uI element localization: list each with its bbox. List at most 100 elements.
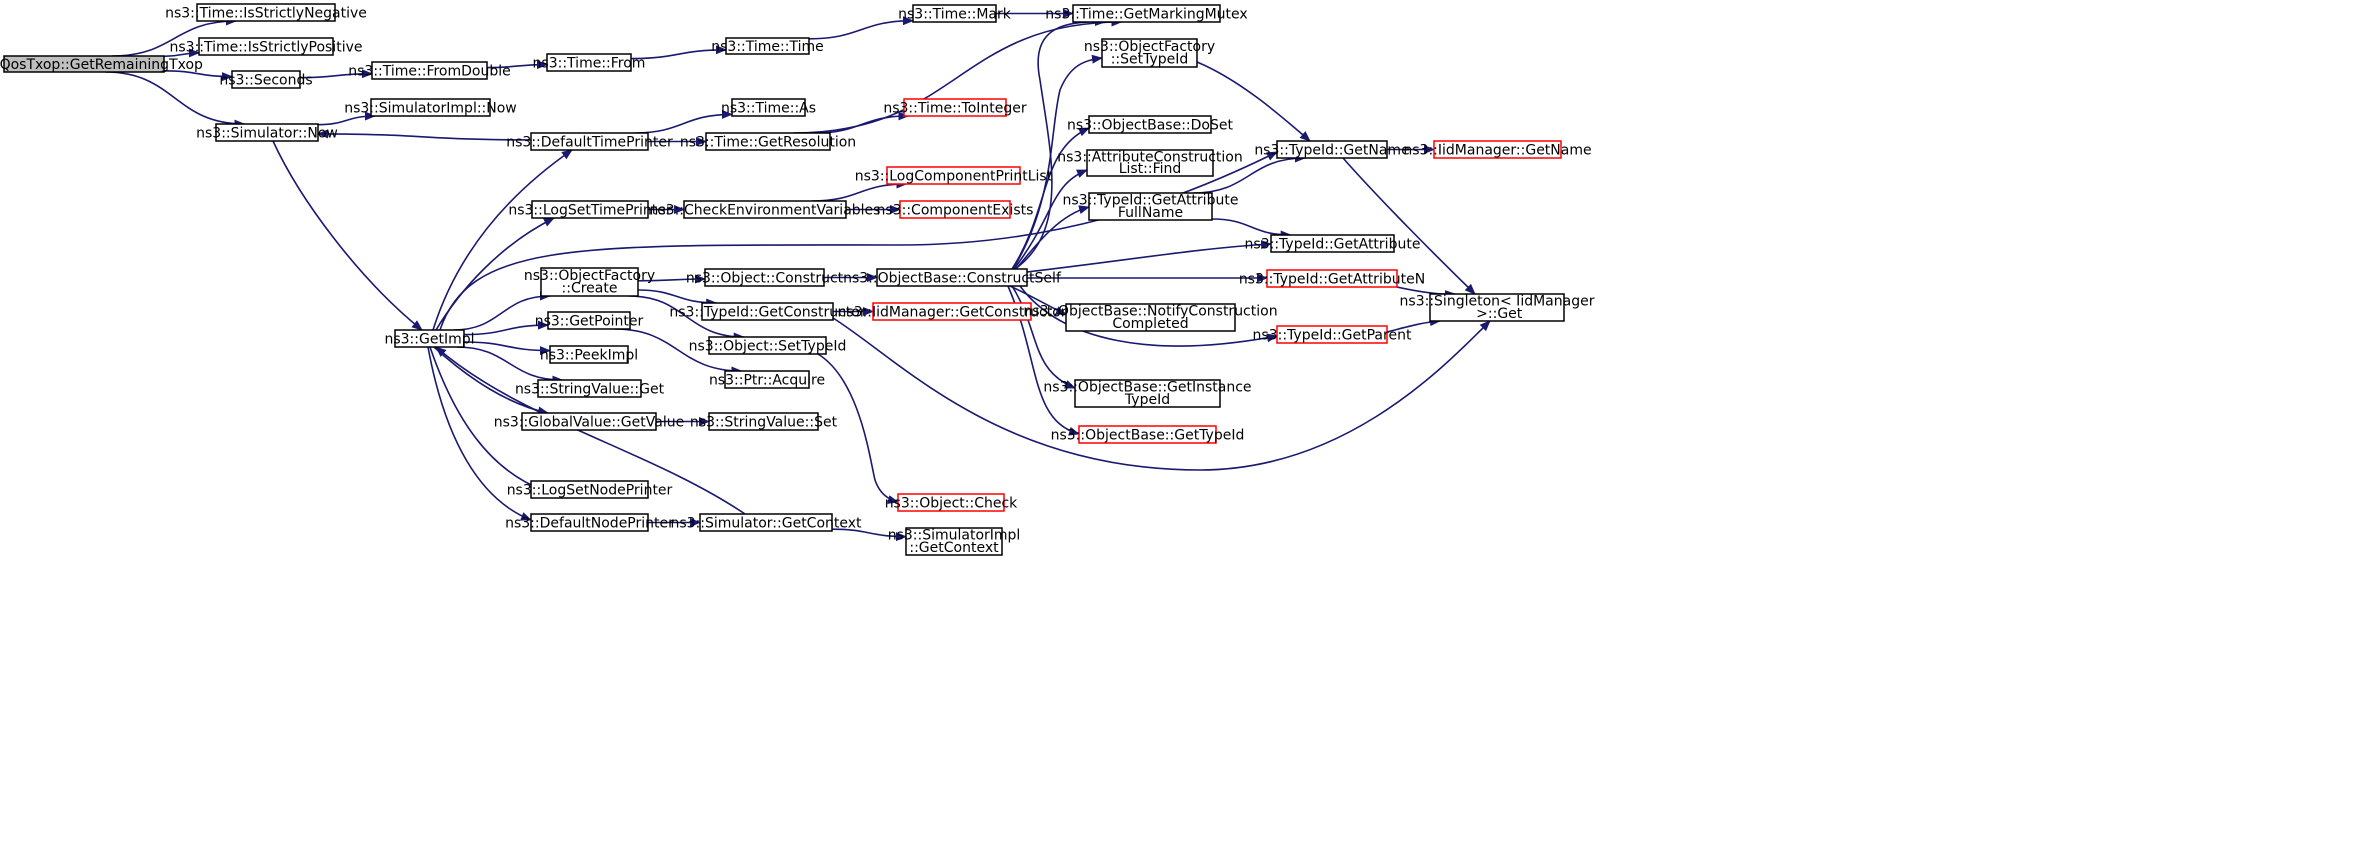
edge-path	[317, 111, 376, 126]
node-defaulttimeprinter[interactable]: ns3::DefaultTimePrinter	[506, 132, 673, 151]
node-simnow[interactable]: ns3::Simulator::Now	[196, 123, 338, 142]
node-logsettimeprinter[interactable]: ns3::LogSetTimePrinter	[508, 200, 672, 219]
node-getname[interactable]: ns3::TypeId::GetName	[1254, 140, 1410, 159]
edge-constructself-to-notifyconstruction	[1009, 285, 1067, 315]
node-getmarkingmutex[interactable]: ns3::Time::GetMarkingMutex	[1045, 4, 1248, 23]
node-label: ns3::LogComponentPrintList	[855, 169, 1053, 185]
node-root[interactable]: ns3::QosTxop::GetRemainingTxop	[0, 55, 203, 73]
node-label: ns3::DefaultTimePrinter	[506, 135, 673, 151]
node-simimpl_getcontext[interactable]: ns3::SimulatorImpl::GetContext	[888, 527, 1021, 556]
node-logcomplist[interactable]: ns3::LogComponentPrintList	[855, 166, 1053, 185]
node-box	[394, 329, 465, 348]
node-stringvalue_set[interactable]: ns3::StringValue::Set	[690, 412, 838, 431]
edge-constructself-to-getattribute	[1026, 240, 1272, 273]
node-label: ns3::AttributeConstruction	[1057, 149, 1242, 165]
node-getimpl[interactable]: ns3::GetImpl	[384, 329, 475, 348]
node-label: ns3::Time::ToInteger	[883, 101, 1027, 117]
node-doset[interactable]: ns3::ObjectBase::DoSet	[1067, 115, 1233, 134]
node-label: ns3::Time::GetMarkingMutex	[1045, 7, 1247, 23]
edge-defaulttimeprinter-to-timeas	[634, 109, 733, 134]
edge-getimpl-to-getpointer	[463, 320, 549, 336]
node-box	[547, 311, 631, 330]
node-fromdouble[interactable]: ns3::Time::FromDouble	[348, 61, 511, 80]
node-notifyconstruction[interactable]: ns3::ObjectBase::NotifyConstructionCompl…	[1023, 303, 1278, 332]
node-label: ::Create	[562, 281, 618, 297]
node-ptr_acquire[interactable]: ns3::Ptr::Acquire	[709, 370, 825, 389]
node-label: ns3::Time::IsStrictlyNegative	[165, 6, 367, 22]
node-constructself[interactable]: ns3::ObjectBase::ConstructSelf	[843, 268, 1062, 287]
node-box	[897, 493, 1005, 512]
node-ob_gettypeid[interactable]: ns3::ObjectBase::GetTypeId	[1051, 425, 1245, 444]
node-getconstructor[interactable]: ns3::TypeId::GetConstructor	[669, 302, 866, 321]
node-box	[1270, 234, 1395, 253]
edge-getname-to-singleton_get	[1342, 157, 1476, 295]
node-seconds[interactable]: ns3::Seconds	[219, 70, 313, 89]
node-checkenv[interactable]: ns3::CheckEnvironmentVariables	[650, 200, 881, 219]
node-box	[3, 55, 165, 73]
node-defaultnodeprinter[interactable]: ns3::DefaultNodePrinter	[505, 513, 674, 532]
node-tointeger[interactable]: ns3::Time::ToInteger	[883, 98, 1027, 117]
node-getresolution[interactable]: ns3::Time::GetResolution	[680, 132, 856, 151]
edge-path	[463, 341, 551, 356]
node-of_create[interactable]: ns3::ObjectFactory::Create	[524, 267, 655, 297]
node-getattribute[interactable]: ns3::TypeId::GetAttribute	[1245, 234, 1421, 253]
node-timeas[interactable]: ns3::Time::As	[721, 98, 816, 117]
node-label: ns3::IidManager::GetName	[1403, 143, 1591, 159]
node-ispos[interactable]: ns3::Time::IsStrictlyPositive	[170, 37, 363, 56]
node-box	[521, 412, 657, 431]
node-label: ns3::StringValue::Get	[515, 382, 665, 398]
node-sim_getcontext[interactable]: ns3::Simulator::GetContext	[670, 513, 862, 532]
node-isneg[interactable]: ns3::Time::IsStrictlyNegative	[165, 3, 367, 22]
node-getpointer[interactable]: ns3::GetPointer	[535, 311, 644, 330]
node-peekimpl[interactable]: ns3::PeekImpl	[540, 345, 638, 364]
edge-path	[637, 289, 718, 308]
node-label: ns3::DefaultNodePrinter	[505, 516, 674, 532]
node-getparent[interactable]: ns3::TypeId::GetParent	[1253, 325, 1412, 344]
node-mark[interactable]: ns3::Time::Mark	[898, 4, 1012, 23]
node-obj_settypeid[interactable]: ns3::Object::SetTypeId	[689, 336, 847, 355]
node-label: ns3::Time::From	[533, 56, 646, 72]
node-gv_getvalue[interactable]: ns3::GlobalValue::GetValue	[494, 412, 684, 431]
node-singleton_get[interactable]: ns3::Singleton< IidManager >::Get	[1400, 293, 1595, 322]
edge-getattrfullname-to-getattribute	[1211, 218, 1292, 240]
edge-path	[163, 70, 233, 82]
node-iid_getconstructor[interactable]: ns3::IidManager::GetConstructor	[837, 302, 1067, 321]
edge-root-to-simnow	[105, 71, 246, 129]
node-obj_check[interactable]: ns3::Object::Check	[885, 493, 1018, 512]
edge-sim_getcontext-to-simimpl_getcontext	[831, 528, 907, 542]
edge-path	[456, 346, 564, 385]
node-of_settypeid[interactable]: ns3::ObjectFactory::SetTypeId	[1084, 38, 1215, 68]
edge-path	[453, 291, 551, 331]
node-timetime[interactable]: ns3::Time::Time	[711, 37, 824, 55]
node-label: ns3::Time::As	[721, 101, 816, 117]
edge-getimpl-to-peekimpl	[463, 341, 551, 356]
node-box	[905, 527, 1003, 556]
node-label: ns3::GetPointer	[535, 314, 644, 330]
node-label: ns3::TypeId::GetAttribute	[1245, 237, 1421, 253]
node-label: ns3::ObjectBase::NotifyConstruction	[1023, 304, 1277, 320]
node-simimplnow[interactable]: ns3::SimulatorImpl::Now	[344, 98, 517, 117]
node-label: ns3::SimulatorImpl	[888, 528, 1021, 544]
node-label: ns3::ObjectBase::DoSet	[1067, 118, 1233, 134]
node-logsetnodeprinter[interactable]: ns3::LogSetNodePrinter	[507, 480, 673, 499]
node-label: ns3::Singleton< IidManager	[1400, 294, 1595, 310]
edge-path	[832, 317, 1491, 471]
node-label: ns3::ObjectBase::ConstructSelf	[843, 271, 1062, 287]
edge-getpointer-to-ptr_acquire	[614, 328, 743, 376]
node-iid_getname[interactable]: ns3::IidManager::GetName	[1403, 140, 1592, 159]
node-from[interactable]: ns3::Time::From	[533, 53, 646, 72]
node-box	[1078, 425, 1217, 444]
node-box	[1088, 192, 1213, 221]
node-obj_construct[interactable]: ns3::Object::Construct	[686, 268, 844, 287]
node-box	[683, 200, 847, 219]
node-label: ns3::GetImpl	[384, 332, 474, 348]
edge-getimpl-to-defaulttimeprinter	[432, 149, 573, 331]
node-stringvalue_get[interactable]: ns3::StringValue::Get	[515, 379, 665, 398]
node-componentexists[interactable]: ns3::ComponentExists	[877, 200, 1034, 219]
node-label: ns3::Time::GetResolution	[680, 135, 856, 151]
node-getattributen[interactable]: ns3::TypeId::GetAttributeN	[1239, 269, 1425, 288]
